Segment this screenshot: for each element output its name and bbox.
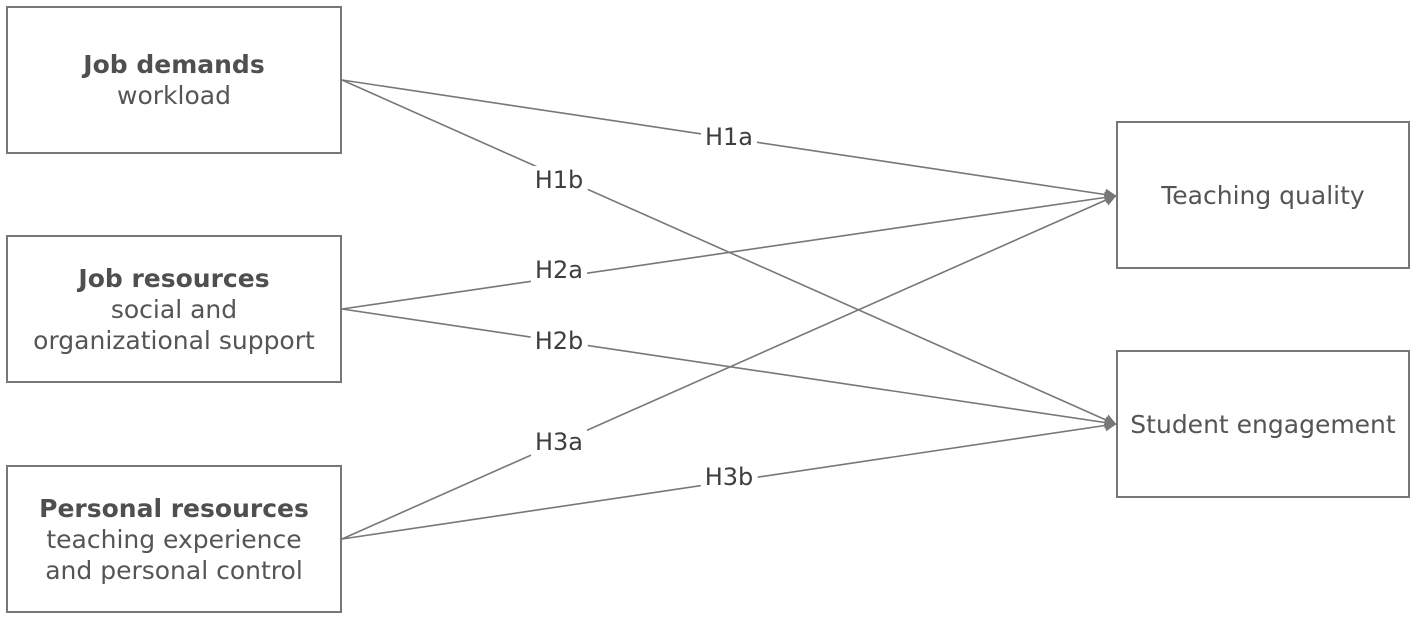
hypothesis-label-h1a: H1a xyxy=(700,123,758,151)
personal-resources-subtitle: teaching experience and personal control xyxy=(45,524,303,585)
student-engagement-box: Student engagement xyxy=(1116,350,1410,498)
job-resources-box: Job resources social and organizational … xyxy=(6,235,342,383)
hypothesis-label-h3a: H3a xyxy=(530,428,588,456)
job-resources-subtitle: social and organizational support xyxy=(33,294,315,355)
job-resources-title: Job resources xyxy=(78,263,270,293)
arrow-h2a xyxy=(341,191,1117,310)
hypothesis-label-h3b: H3b xyxy=(700,463,758,491)
personal-resources-box: Personal resources teaching experience a… xyxy=(6,465,342,613)
job-demands-title: Job demands xyxy=(83,50,265,79)
teaching-quality-label: Teaching quality xyxy=(1161,180,1365,210)
hypothesis-label-h1b: H1b xyxy=(530,166,588,194)
hypothesis-label-h2b: H2b xyxy=(530,327,588,355)
job-demands-subtitle: workload xyxy=(117,81,231,110)
teaching-quality-box: Teaching quality xyxy=(1116,121,1410,269)
student-engagement-label: Student engagement xyxy=(1130,409,1396,439)
personal-resources-title: Personal resources xyxy=(39,493,309,523)
job-demands-box: Job demands workload xyxy=(6,6,342,154)
hypothesis-label-h2a: H2a xyxy=(530,256,588,284)
arrow-h3a xyxy=(341,194,1117,540)
arrow-h2b xyxy=(341,308,1117,429)
